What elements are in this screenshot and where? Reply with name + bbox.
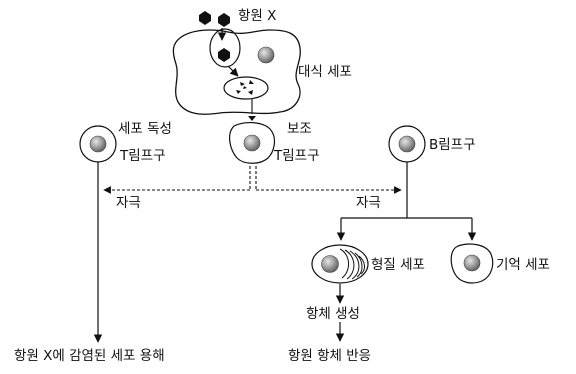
macrophage-label: 대식 세포 [298,64,352,80]
b-cell-differentiation-arrows [336,162,477,241]
phagosome-vesicle [209,28,241,68]
helper-stimulus-connectors [103,166,402,194]
b-cell-nucleus [398,135,416,153]
macrophage-nucleus [257,46,275,64]
b-cell-label: B림프구 [429,137,476,153]
cytotoxic-t-cell-nucleus [89,135,107,153]
memory-cell [450,243,494,284]
engulfed-antigen [218,48,230,62]
plasma-cell [311,244,369,284]
plasma-cell-label: 형질 세포 [371,257,425,273]
antigen-fragments [236,80,254,95]
presented-antigen [248,116,256,121]
processing-vesicle [223,76,269,100]
stimulus-right-label: 자극 [356,195,381,211]
antigen-particles [199,11,230,27]
helper-t-cell-nucleus [243,134,261,152]
cytotoxic-label-line2: T림프구 [119,148,166,164]
stimulus-left-label: 자극 [116,195,141,211]
helper-t-cell [228,122,276,164]
helper-label-line2: T림프구 [273,148,320,164]
lysis-label: 항원 X에 감염된 세포 용해 [14,348,165,364]
memory-cell-label: 기억 세포 [496,257,550,273]
antigen-antibody-reaction-label: 항원 항체 반응 [288,348,371,364]
processing-arrow [227,65,239,77]
antigen-label: 항원 X [238,8,276,24]
macrophage-cell [172,29,301,115]
memory-cell-nucleus [463,254,481,272]
cytotoxic-label-line1: 세포 독성 [118,121,172,137]
antibody-production-label: 항체 생성 [306,306,360,322]
helper-label-line1: 보조 [287,121,312,137]
